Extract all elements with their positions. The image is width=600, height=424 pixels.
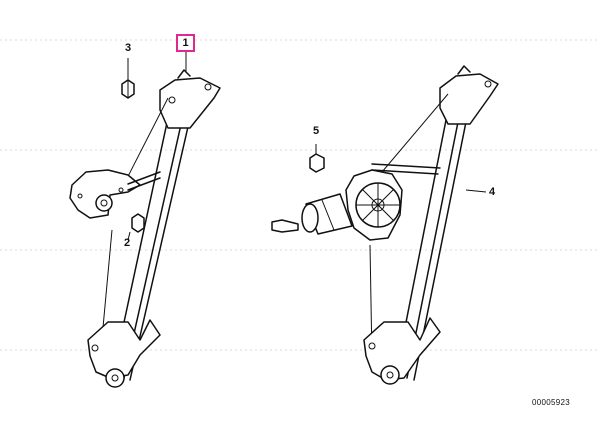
screw-part-3 — [121, 58, 135, 99]
callout-part-5[interactable]: 5 — [313, 125, 320, 137]
window-regulator-right — [363, 65, 499, 385]
callout-part-1[interactable]: 1 — [176, 34, 195, 52]
callout-part-4[interactable]: 4 — [489, 186, 496, 198]
nut-part-5 — [309, 144, 325, 173]
callout-part-3[interactable]: 3 — [125, 42, 132, 54]
callout-part-2[interactable]: 2 — [124, 237, 131, 249]
screw-part-2 — [127, 213, 145, 241]
diagram-reference-number: 00005923 — [532, 398, 570, 407]
window-regulator-left — [69, 69, 221, 388]
regulator-motor — [301, 169, 403, 241]
mounting-screw-right — [271, 219, 299, 233]
leader-lines — [185, 52, 487, 193]
